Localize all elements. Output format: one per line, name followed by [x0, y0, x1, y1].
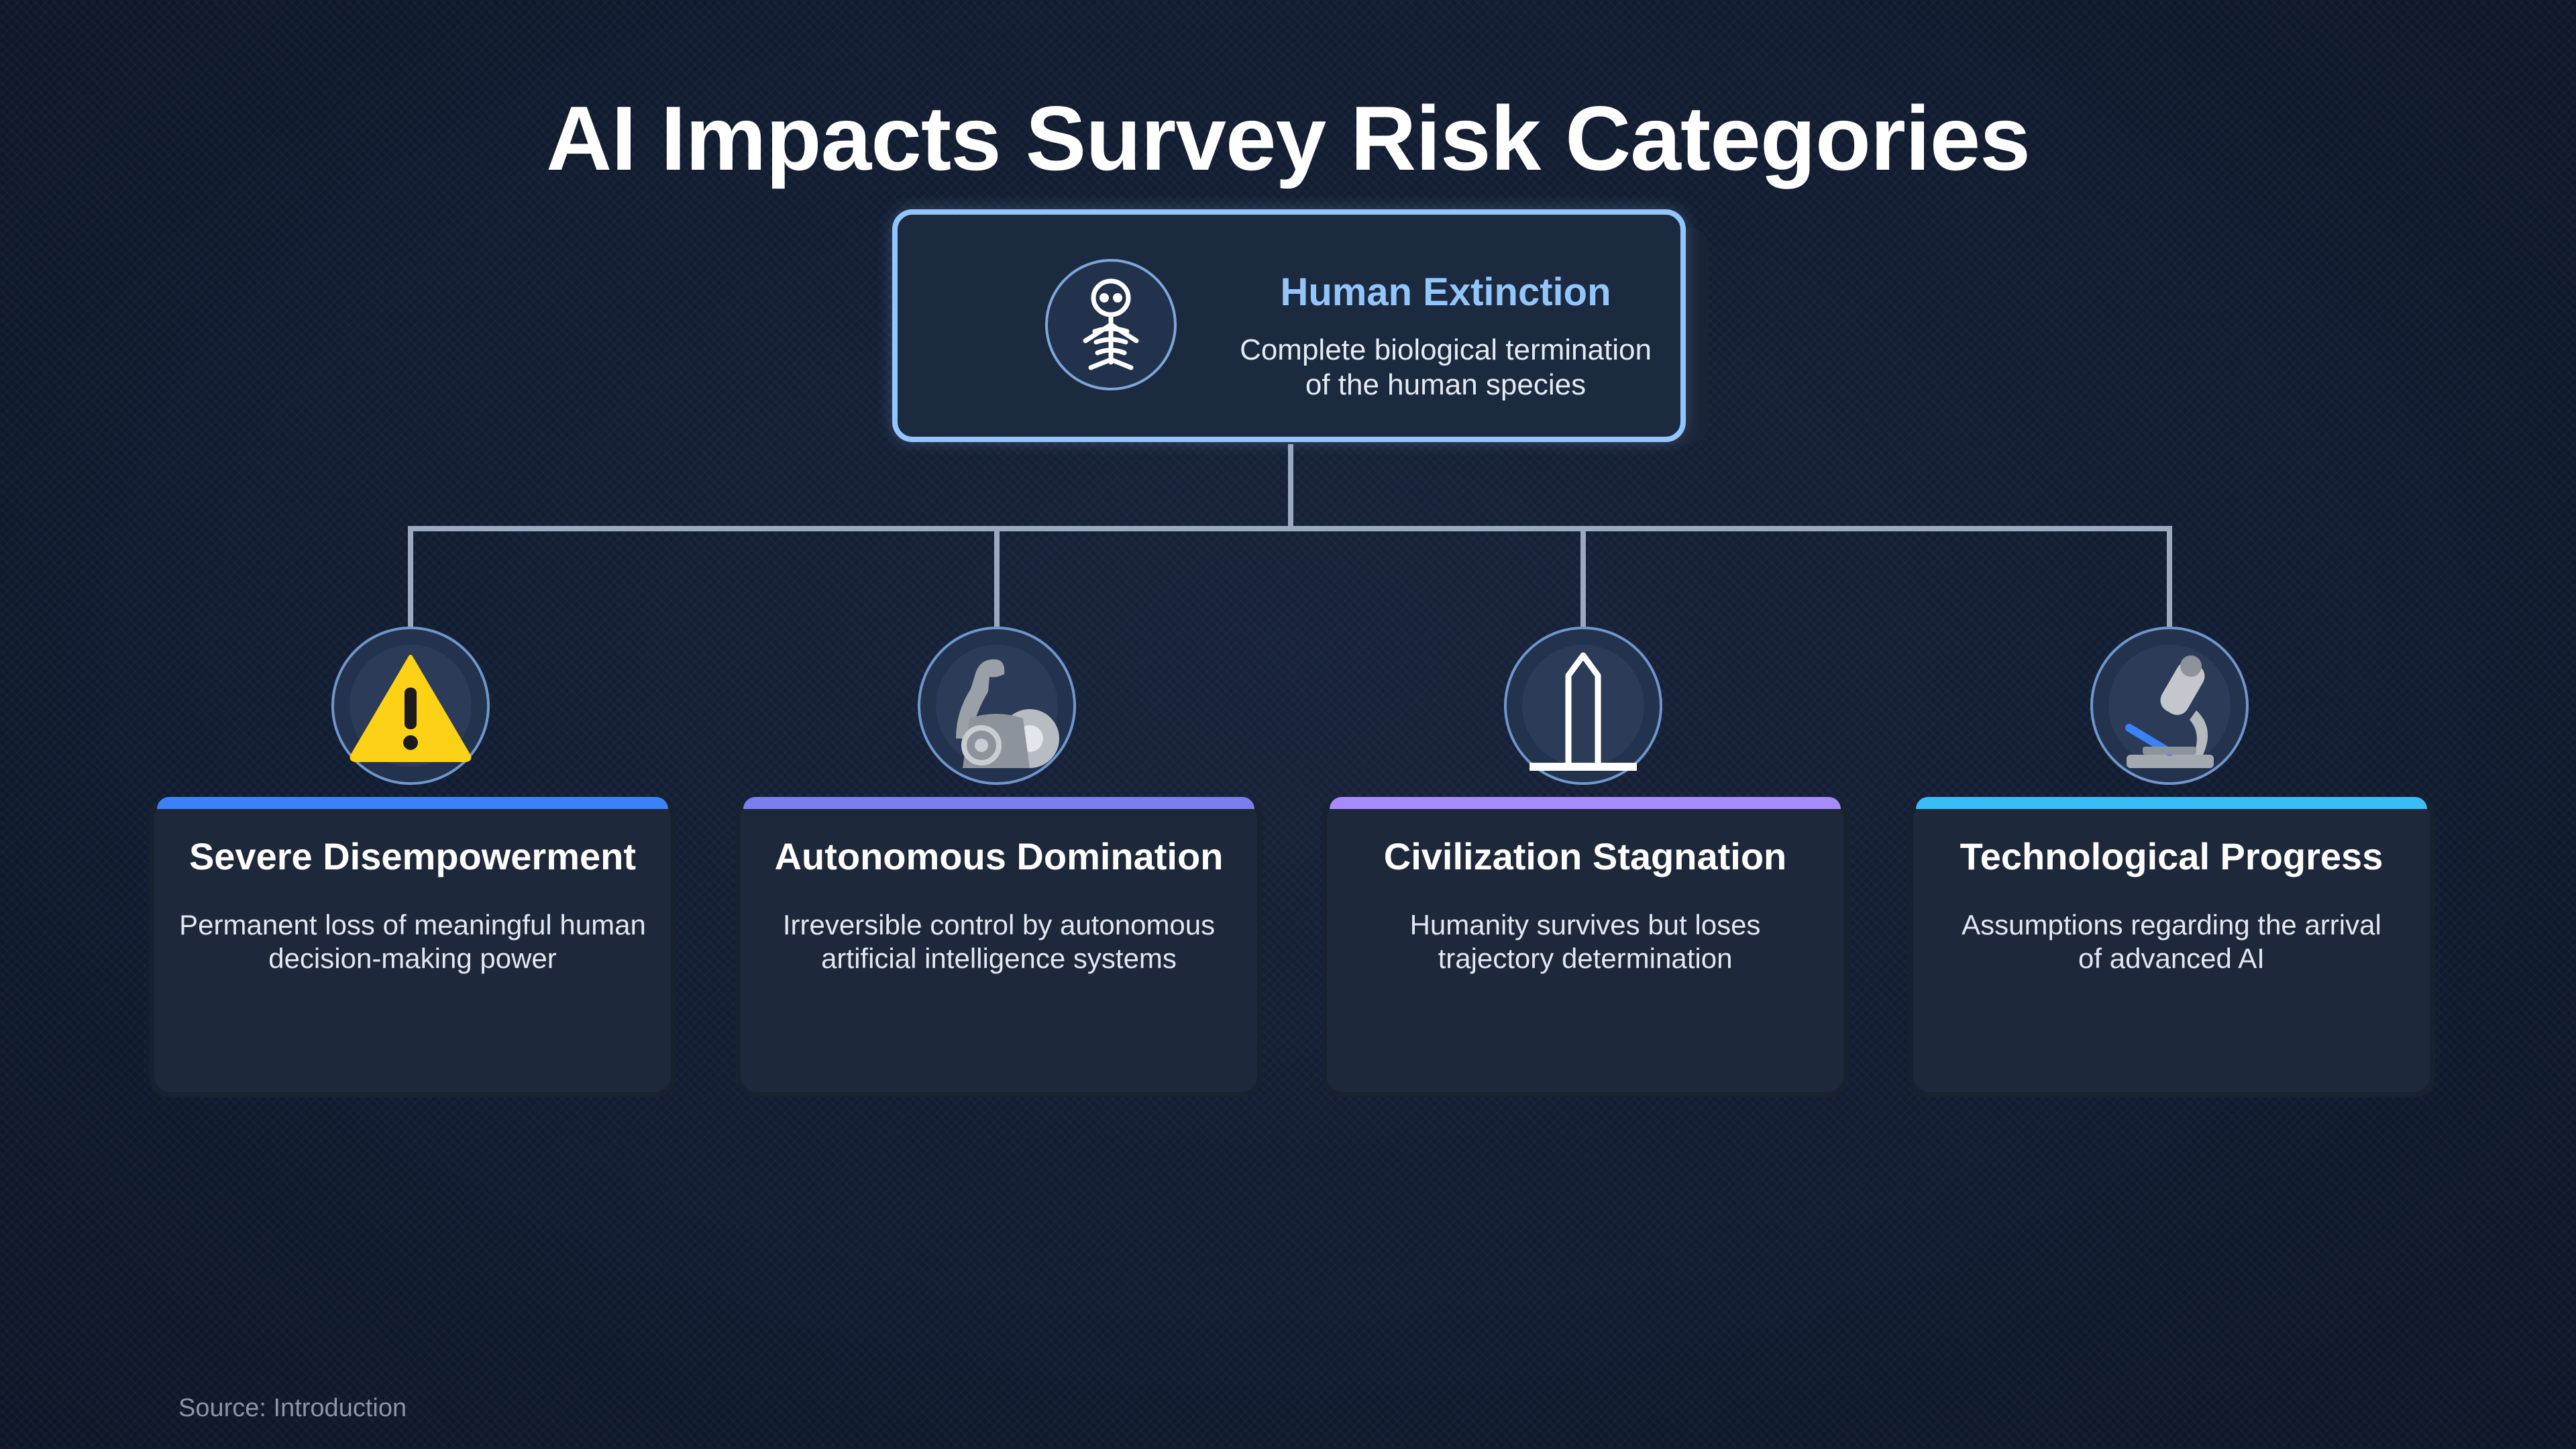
card-title: Technological Progress	[1960, 835, 2383, 877]
warning-icon	[350, 655, 472, 762]
child-icon-circle-4	[2090, 627, 2249, 785]
root-card	[892, 209, 1686, 442]
card-description: Humanity survives but loses trajectory d…	[1340, 908, 1830, 975]
card-title: Severe Disempowerment	[189, 835, 637, 877]
card-title: Civilization Stagnation	[1383, 835, 1787, 877]
child-icon-circle-1	[331, 627, 490, 785]
card-description-line: of advanced AI	[2078, 943, 2265, 974]
card-accent-bar	[1916, 797, 2427, 809]
card-description-line: Permanent loss of meaningful human	[179, 909, 646, 941]
source-caption: Source: Introduction	[178, 1394, 407, 1422]
skeleton-icon	[1083, 278, 1139, 370]
card-description-line: Assumptions regarding the arrival	[1962, 909, 2381, 941]
page-title: AI Impacts Survey Risk Categories	[546, 87, 2031, 189]
root-description-line: Complete biological termination	[1240, 333, 1652, 366]
root-icon-circle	[1045, 259, 1177, 390]
card-description: Irreversible control by autonomous artif…	[754, 908, 1244, 975]
card-accent-bar	[1330, 797, 1841, 809]
root-title: Human Extinction	[1280, 270, 1611, 314]
card-title: Autonomous Domination	[774, 835, 1224, 877]
card-accent-bar	[743, 797, 1254, 809]
category-card-4: Technological Progress Assumptions regar…	[1908, 797, 2435, 1097]
card-description-line: Irreversible control by autonomous	[782, 909, 1216, 941]
child-icon-circle-3	[1504, 627, 1662, 785]
category-card-3: Civilization Stagnation Humanity survive…	[1322, 797, 1849, 1097]
obelisk-icon	[1529, 652, 1637, 771]
card-description: Permanent loss of meaningful human decis…	[168, 908, 657, 975]
child-icon-circle-2	[918, 627, 1076, 785]
root-description: Complete biological termination of the h…	[1181, 333, 1711, 402]
category-card-2: Autonomous Domination Irreversible contr…	[735, 797, 1263, 1097]
card-description: Assumptions regarding the arrival of adv…	[1927, 908, 2416, 975]
root-description-line: of the human species	[1305, 368, 1587, 401]
card-accent-bar	[157, 797, 668, 809]
card-description-line: Humanity survives but loses	[1409, 909, 1761, 941]
category-card-1: Severe Disempowerment Permanent loss of …	[149, 797, 676, 1097]
card-description-line: artificial intelligence systems	[821, 943, 1177, 974]
card-description-line: decision-making power	[268, 943, 557, 974]
flexed-arm-icon	[956, 659, 1059, 768]
microscope-icon	[2125, 655, 2214, 768]
card-description-line: trajectory determination	[1438, 943, 1733, 974]
